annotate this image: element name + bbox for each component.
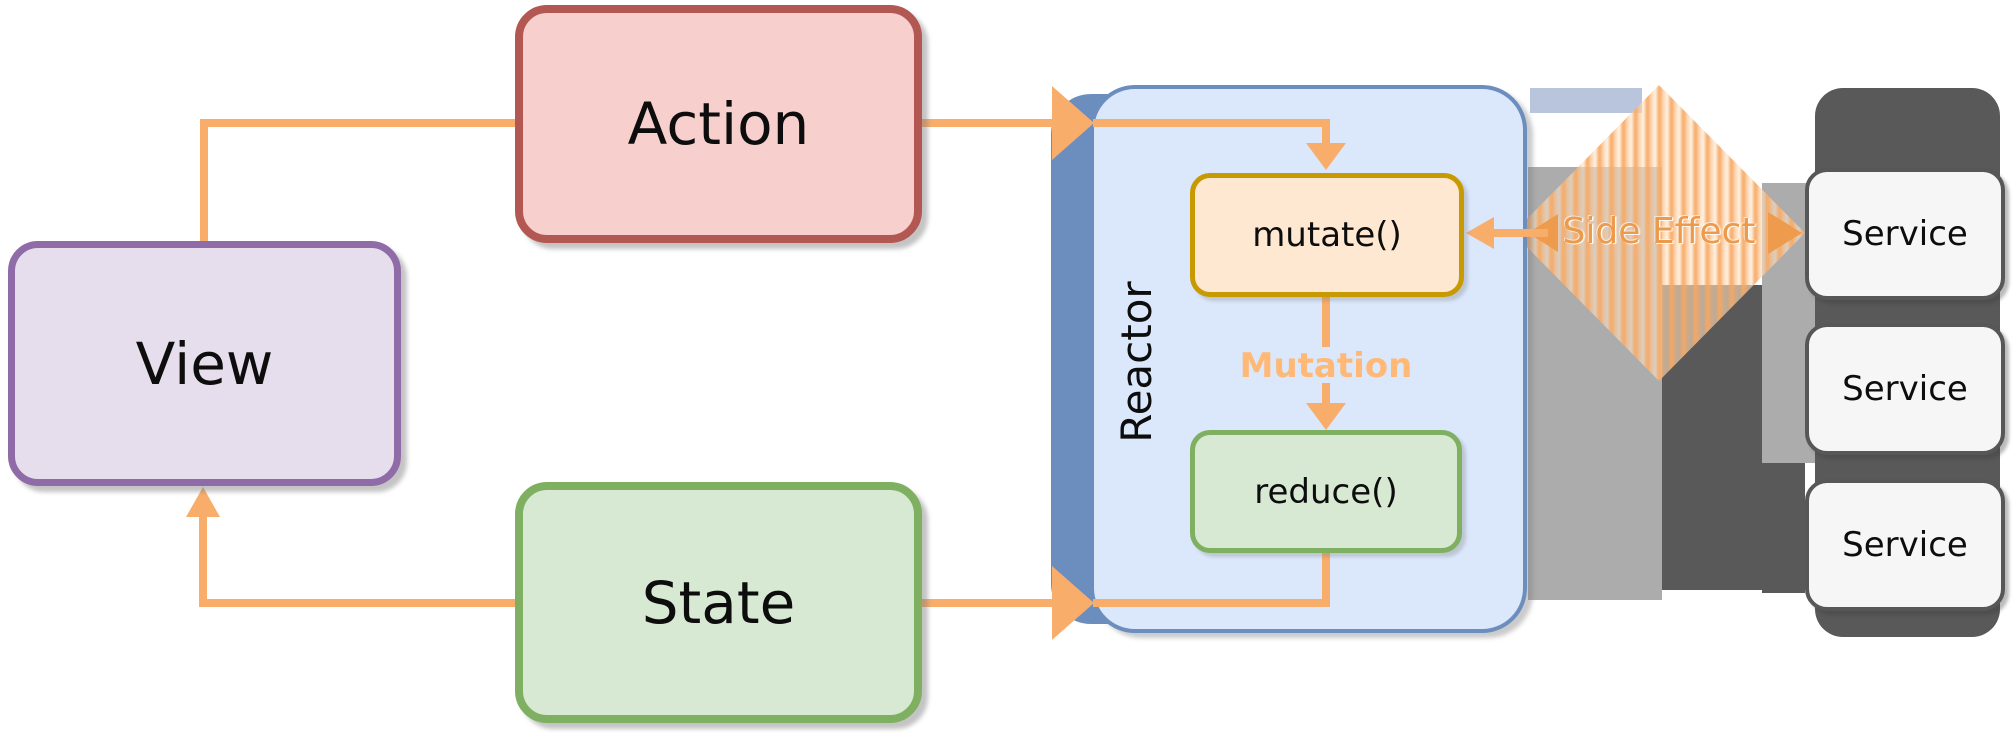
edge-reactor-inner-bottom-horizontal: [1093, 599, 1330, 607]
edge-reactor-inner-top-horizontal: [1093, 119, 1330, 127]
service-box-1: Service: [1805, 168, 2005, 300]
service-box-2: Service: [1805, 323, 2005, 455]
view-input-arrowhead-icon: [186, 487, 220, 517]
mutation-label: Mutation: [1239, 346, 1413, 386]
edge-reduce-down-vertical: [1322, 553, 1330, 605]
mutate-box: mutate(): [1190, 173, 1464, 297]
edge-mutation-to-reduce: [1322, 383, 1330, 405]
state-box: State: [515, 482, 922, 723]
service-box-3: Service: [1805, 479, 2005, 611]
mutate-input-arrowhead-icon: [1306, 143, 1346, 170]
edge-state-to-reactor: [918, 599, 1052, 607]
reactor-title: Reactor: [1111, 281, 1161, 443]
side-effect-right-arrow-icon: [1768, 212, 1802, 254]
action-label: Action: [627, 90, 810, 158]
service-label: Service: [1842, 525, 1968, 565]
reduce-input-arrowhead-icon: [1306, 403, 1346, 430]
service-label: Service: [1842, 214, 1968, 254]
state-label: State: [641, 568, 796, 637]
view-label: View: [135, 329, 274, 398]
state-port-arrowhead-icon: [1052, 566, 1094, 640]
side-effect-label: Side Effect: [1562, 211, 1756, 252]
reactor-top-shadow-band: [1530, 88, 1642, 113]
edge-side-effect-to-mutate: [1492, 229, 1548, 237]
edge-state-to-view-horizontal: [203, 599, 515, 607]
reduce-box: reduce(): [1190, 430, 1462, 553]
service-label: Service: [1842, 369, 1968, 409]
edge-view-to-action-vertical: [200, 119, 208, 241]
view-box: View: [8, 241, 401, 486]
action-box: Action: [515, 5, 922, 243]
edge-state-to-view-vertical: [199, 517, 207, 607]
mutate-label: mutate(): [1252, 215, 1402, 255]
edge-view-to-action-horizontal: [200, 119, 515, 127]
edge-into-mutate-vertical: [1322, 123, 1330, 148]
edge-mutate-to-mutation: [1322, 297, 1330, 347]
edge-action-to-reactor: [918, 119, 1052, 127]
shadow-band-dark-right: [1762, 463, 1805, 593]
action-input-arrowhead-icon: [1052, 86, 1094, 160]
reduce-label: reduce(): [1254, 471, 1398, 512]
mutate-side-input-arrowhead-icon: [1466, 217, 1494, 249]
